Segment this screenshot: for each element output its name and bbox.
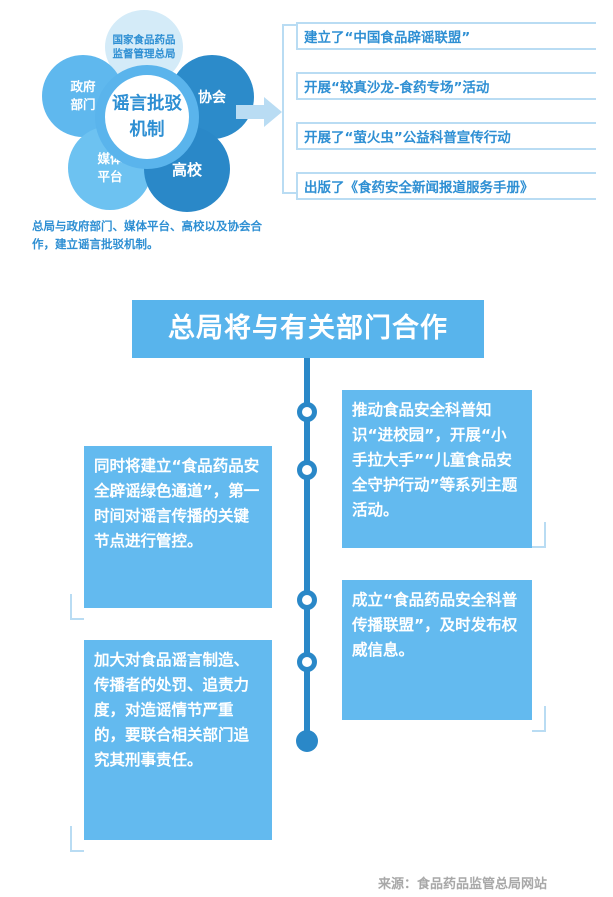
card-corner <box>70 594 84 620</box>
banner-bracket <box>282 24 296 194</box>
card-alliance-text: 成立“食品药品安全科普传播联盟”，及时发布权威信息。 <box>352 591 518 659</box>
card-green-channel-text: 同时将建立“食品药品安全辟谣绿色通道”，第一时间对谣言传播的关键节点进行管控。 <box>94 457 260 550</box>
petal-government-label: 政府 部门 <box>70 79 96 112</box>
card-campus-text: 推动食品安全科普知识“进校园”，开展“小手拉大手”“儿童食品安全守护行动”等系列… <box>352 401 518 519</box>
card-alliance: 成立“食品药品安全科普传播联盟”，及时发布权威信息。 <box>342 580 532 720</box>
card-punishment-text: 加大对食品谣言制造、传播者的处罚、追责力度，对造谣情节严重的，要联合相关部门追究… <box>94 651 250 769</box>
timeline-end-node <box>296 730 318 752</box>
card-corner <box>70 826 84 852</box>
banner-text: 出版了《食药安全新闻报道服务手册》 <box>304 180 534 196</box>
petal-association-label: 协会 <box>198 90 226 106</box>
banner-item: 出版了《食药安全新闻报道服务手册》 <box>296 172 596 200</box>
timeline-node <box>297 652 317 672</box>
card-corner <box>532 706 546 732</box>
timeline-line <box>304 358 310 746</box>
card-green-channel: 同时将建立“食品药品安全辟谣绿色通道”，第一时间对谣言传播的关键节点进行管控。 <box>84 446 272 608</box>
petal-university-label: 高校 <box>171 160 202 179</box>
banner-text: 开展“较真沙龙-食药专场”活动 <box>304 80 490 96</box>
card-punishment: 加大对食品谣言制造、传播者的处罚、追责力度，对造谣情节严重的，要联合相关部门追究… <box>84 640 272 840</box>
flower-center: 谣言批驳 机制 <box>95 65 199 169</box>
timeline-node <box>297 402 317 422</box>
banner-item: 建立了“中国食品辟谣联盟” <box>296 22 596 50</box>
petal-cfda-label: 国家食品药品 监督管理总局 <box>112 34 176 60</box>
banner-text: 开展了“萤火虫”公益科普宣传行动 <box>304 130 511 146</box>
timeline-node <box>297 590 317 610</box>
flower-caption: 总局与政府部门、媒体平台、高校以及协会合作，建立谣言批驳机制。 <box>32 219 262 251</box>
arrow-right-icon <box>236 97 282 127</box>
banner-item: 开展“较真沙龙-食药专场”活动 <box>296 72 596 100</box>
timeline-node <box>297 460 317 480</box>
banner-item: 开展了“萤火虫”公益科普宣传行动 <box>296 122 596 150</box>
card-corner <box>532 522 546 548</box>
banner-text: 建立了“中国食品辟谣联盟” <box>304 30 471 46</box>
mechanism-flower: 国家食品药品 监督管理总局 政府 部门 协会 媒体 平台 高校 谣言批驳 机制 <box>40 10 254 212</box>
flower-center-label: 谣言批驳 机制 <box>112 94 182 140</box>
source-note: 来源：食品药品监管总局网站 <box>378 877 548 892</box>
card-campus: 推动食品安全科普知识“进校园”，开展“小手拉大手”“儿童食品安全守护行动”等系列… <box>342 390 532 548</box>
section-title: 总局将与有关部门合作 <box>132 300 484 358</box>
